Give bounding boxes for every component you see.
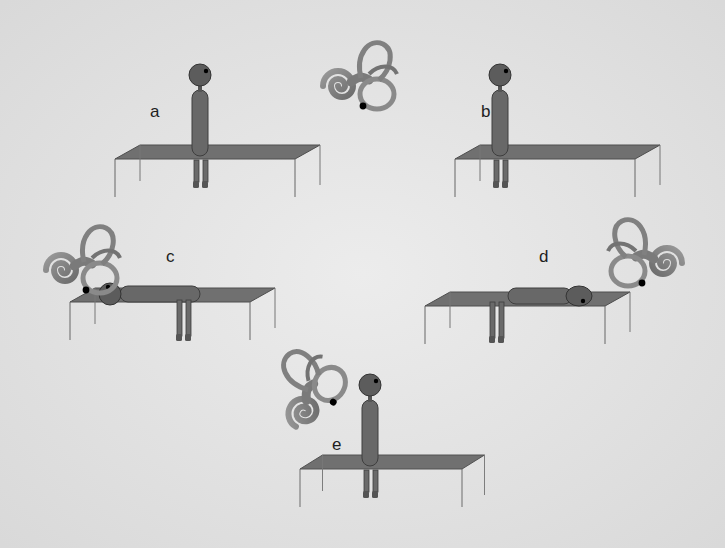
inner-ear-labyrinth xyxy=(323,43,397,110)
lying-person xyxy=(489,286,592,343)
table xyxy=(300,455,485,507)
table xyxy=(115,145,320,197)
panel-letter: a xyxy=(150,102,159,122)
inner-ear-labyrinth xyxy=(258,341,353,438)
seated-person xyxy=(489,64,511,188)
panel-letter: b xyxy=(481,102,490,122)
panel-letter: c xyxy=(166,247,175,267)
lying-person xyxy=(99,283,200,341)
seated-person xyxy=(189,64,211,188)
inner-ear-labyrinth xyxy=(46,227,120,294)
table xyxy=(455,145,660,197)
panel-letter: e xyxy=(332,435,341,455)
panel-letter: d xyxy=(539,247,548,267)
seated-person xyxy=(359,374,381,498)
inner-ear-labyrinth xyxy=(608,220,682,287)
